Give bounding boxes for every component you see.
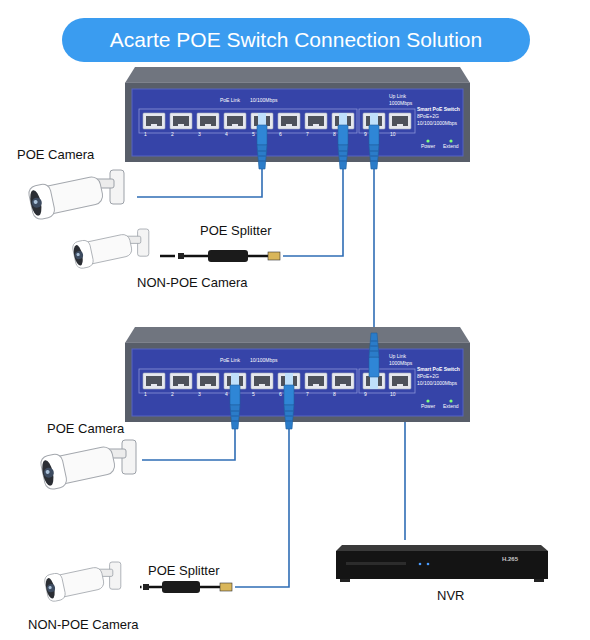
cable <box>142 422 235 460</box>
port-number: 3 <box>198 132 201 138</box>
port-number: 9 <box>364 392 367 398</box>
cable <box>160 255 175 258</box>
device-label: POE Camera <box>47 422 124 437</box>
led-label: Extend <box>443 404 459 410</box>
device-label: NVR <box>437 589 464 604</box>
device-label: POE Splitter <box>148 564 220 579</box>
port-number: 5 <box>252 392 255 398</box>
title-banner: Acarte POE Switch Connection Solution <box>62 18 530 62</box>
port-number: 8 <box>333 392 336 398</box>
port-number: 10 <box>390 392 396 398</box>
device-label: NON-POE Camera <box>137 276 248 291</box>
non-poe-camera: NON-POE Camera <box>66 226 160 296</box>
cable <box>140 586 142 589</box>
port-number: 4 <box>225 392 228 398</box>
poe-splitter: POE Splitter <box>175 222 283 268</box>
device-label: POE Splitter <box>200 224 272 239</box>
switch-label: PoE Link <box>220 358 240 364</box>
codec-label: H.265 <box>502 556 518 563</box>
poe-switch <box>125 67 470 162</box>
port-number: 6 <box>279 132 282 138</box>
switch-label: 1000Mbps <box>389 101 412 107</box>
poe-switch <box>125 327 470 422</box>
poe-camera <box>39 440 136 491</box>
rj45-plug <box>369 333 379 389</box>
cable <box>137 162 262 197</box>
poe-camera: POE Camera <box>30 420 142 500</box>
non-poe-camera <box>44 562 121 602</box>
port-number: 2 <box>171 132 174 138</box>
led-label: Extend <box>443 144 459 150</box>
rj45-plug <box>257 113 267 169</box>
switch-label: 10/100/1000Mbps <box>417 381 457 387</box>
poe-splitter: POE Splitter <box>140 563 235 604</box>
non-poe-camera: NON-POE Camera <box>22 540 142 636</box>
port-number: 10 <box>390 132 396 138</box>
port-number: 1 <box>144 392 147 398</box>
cable <box>373 162 375 327</box>
switch-label: 8PoE+2G <box>417 374 439 380</box>
poe-camera: POE Camera <box>15 145 137 232</box>
cable <box>283 162 343 256</box>
led-label: Power <box>421 144 435 150</box>
port-number: 8 <box>333 132 336 138</box>
device-label: POE Camera <box>17 148 94 163</box>
led-label: Power <box>421 404 435 410</box>
rj45-plug <box>230 373 240 429</box>
switch-label: 10/100Mbps <box>250 98 278 104</box>
port-number: 7 <box>306 392 309 398</box>
nvr: NVR H.265 <box>330 540 552 610</box>
nvr-device <box>336 545 548 582</box>
switch-model: Smart PoE Switch <box>417 107 460 113</box>
cable <box>235 422 289 587</box>
port-number: 9 <box>364 132 367 138</box>
cable <box>404 422 406 540</box>
poe-switch: PoE Link 10/100Mbps Up Link1000MbpsSmart P… <box>125 67 470 162</box>
port-number: 3 <box>198 392 201 398</box>
switch-label: 8PoE+2G <box>417 114 439 120</box>
switch-model: Smart PoE Switch <box>417 367 460 373</box>
port-number: 1 <box>144 132 147 138</box>
switch-label: Up Link <box>389 94 406 100</box>
port-number: 5 <box>252 132 255 138</box>
poe-splitter <box>143 581 232 593</box>
port-number: 2 <box>171 392 174 398</box>
poe-splitter <box>178 250 280 262</box>
poe-camera <box>27 170 124 221</box>
switch-label: PoE Link <box>220 98 240 104</box>
rj45-plug <box>369 113 379 169</box>
port-number: 4 <box>225 132 228 138</box>
port-number: 7 <box>306 132 309 138</box>
poe-switch: PoE Link 10/100Mbps Up Link1000MbpsSmart P… <box>125 327 470 422</box>
switch-label: Up Link <box>389 354 406 360</box>
switch-label: 10/100Mbps <box>250 358 278 364</box>
non-poe-camera <box>72 229 149 269</box>
port-number: 6 <box>279 392 282 398</box>
switch-label: 1000Mbps <box>389 361 412 367</box>
rj45-plug <box>284 373 294 429</box>
title-text: Acarte POE Switch Connection Solution <box>110 28 482 51</box>
device-label: NON-POE Camera <box>28 618 139 633</box>
switch-label: 10/100/1000Mbps <box>417 121 457 127</box>
rj45-plug <box>338 113 348 169</box>
